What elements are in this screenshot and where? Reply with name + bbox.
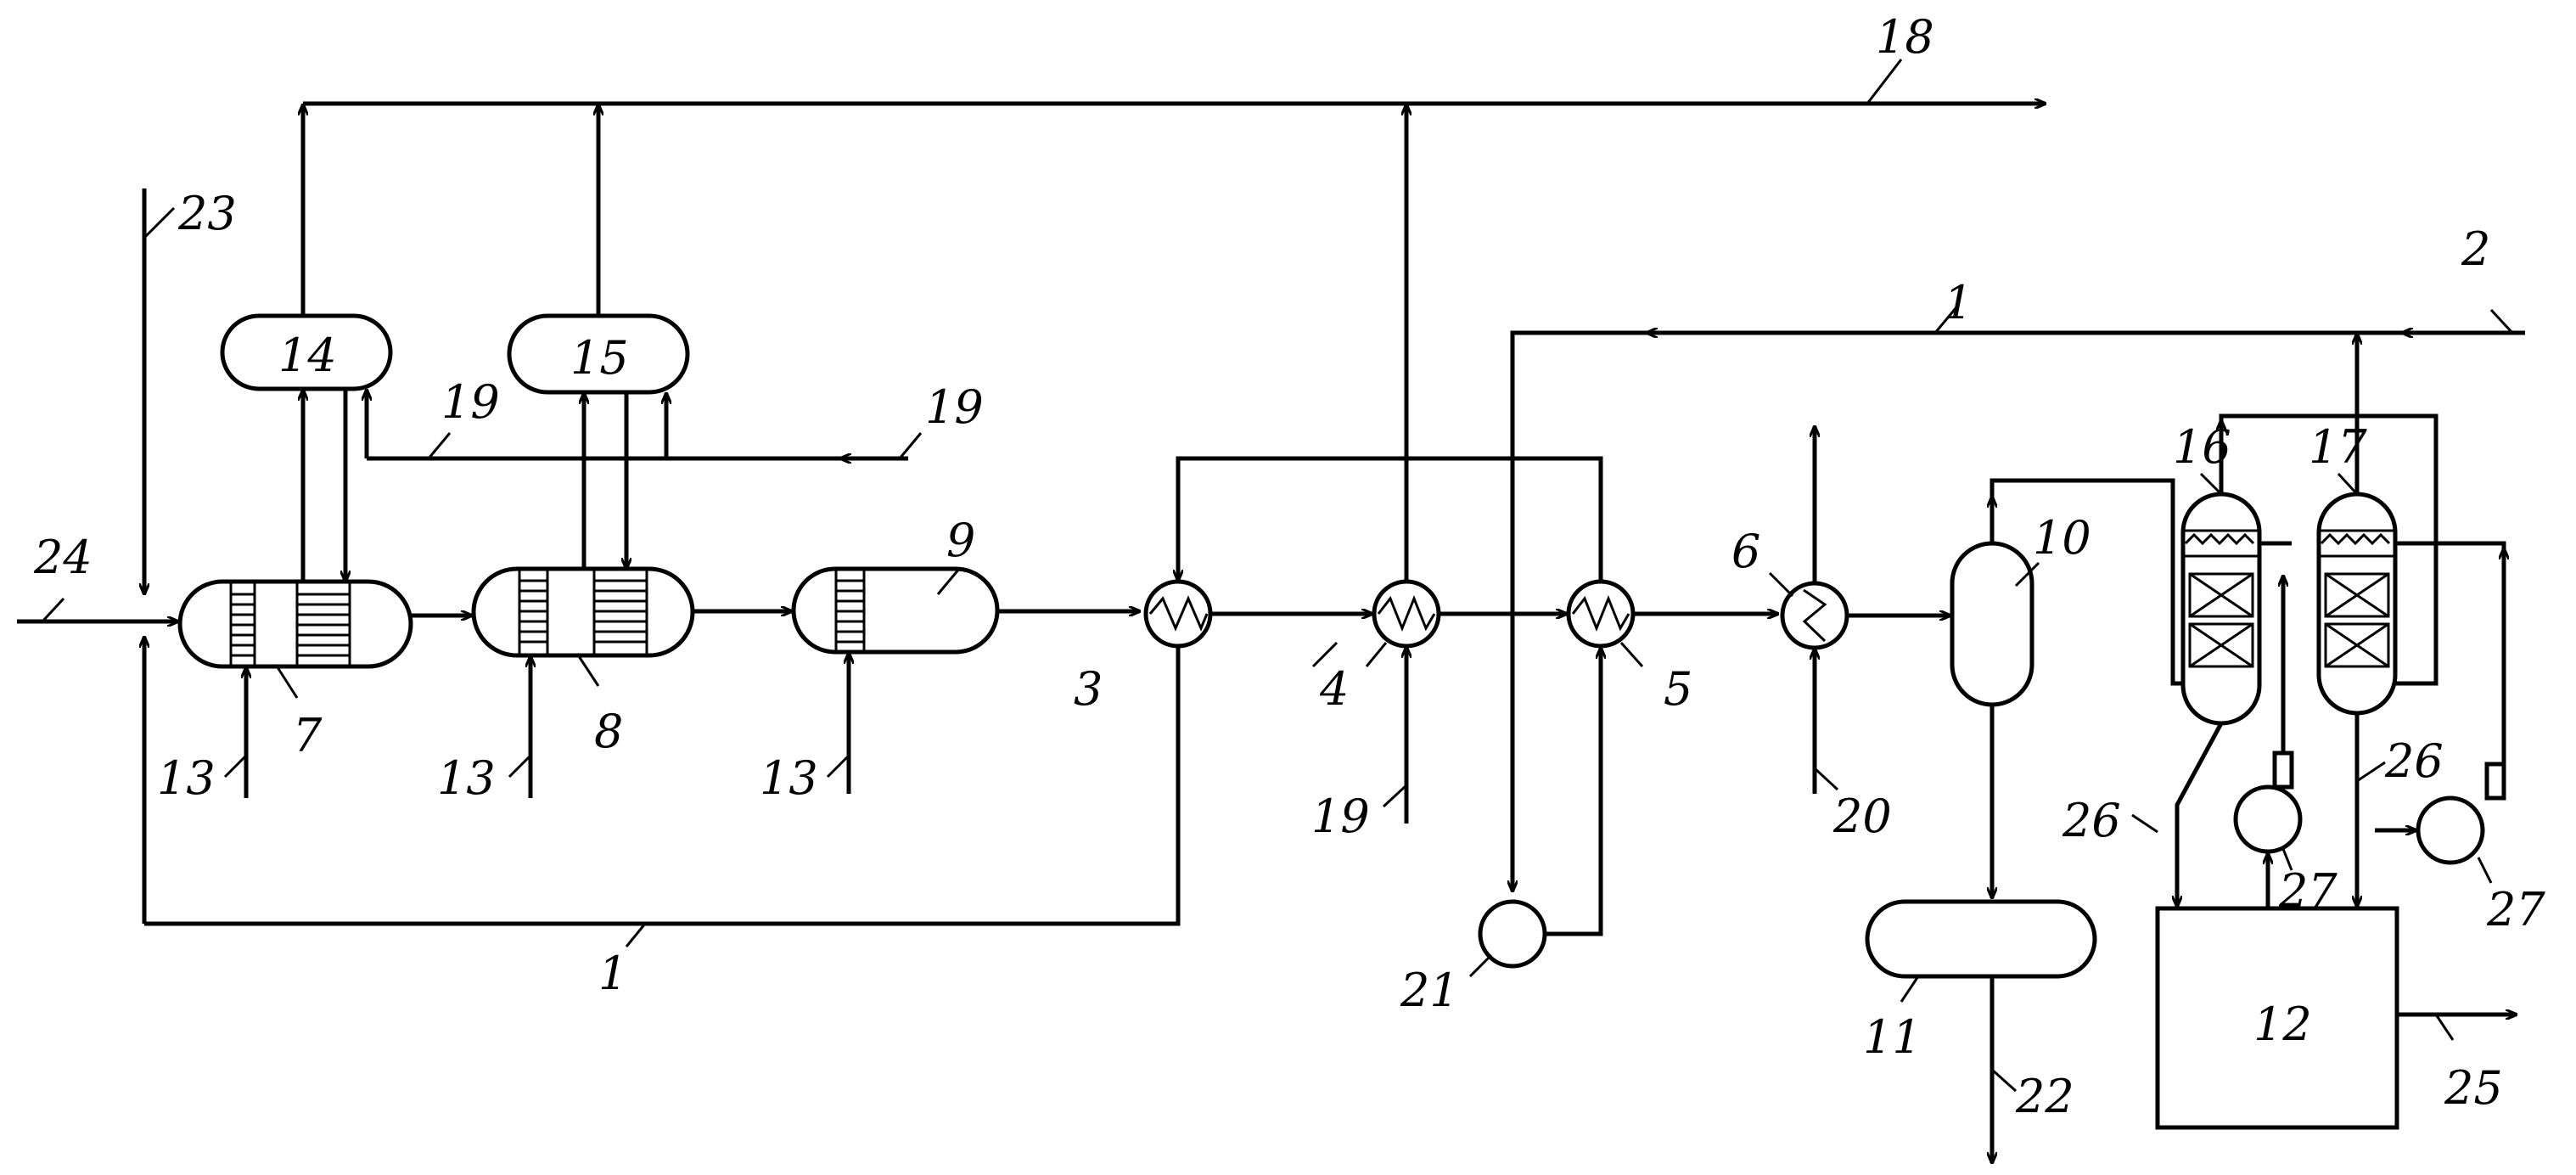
label-19b: 19 <box>925 380 984 434</box>
label-13c: 13 <box>760 751 818 805</box>
reactor-9 <box>794 569 997 652</box>
label-19c: 19 <box>1311 790 1370 843</box>
label-26a: 26 <box>2062 794 2121 847</box>
label-6: 6 <box>1731 525 1760 578</box>
label-20: 20 <box>1832 790 1892 843</box>
label-16: 16 <box>2173 420 2231 474</box>
label-2: 2 <box>2461 222 2490 276</box>
label-4: 4 <box>1319 662 1349 716</box>
leader-lines <box>42 59 2512 1091</box>
label-5: 5 <box>1664 662 1692 716</box>
label-9: 9 <box>946 514 975 567</box>
label-13a: 13 <box>157 751 216 805</box>
label-12: 12 <box>2253 998 2312 1051</box>
label-17: 17 <box>2309 420 2367 474</box>
column-16 <box>2183 494 2259 723</box>
label-11: 11 <box>1863 1010 1922 1064</box>
label-21: 21 <box>1400 964 1459 1017</box>
label-23: 23 <box>177 187 237 240</box>
heat-exchanger-4 <box>1374 582 1439 646</box>
pump-21 <box>1480 648 1601 966</box>
label-18: 18 <box>1876 10 1934 64</box>
label-27a: 27 <box>2278 864 2337 918</box>
heat-exchanger-3 <box>1146 582 1210 646</box>
label-26b: 26 <box>2384 734 2444 788</box>
label-1b: 1 <box>598 947 627 1000</box>
heat-exchanger-6 <box>1782 426 1950 794</box>
label-15: 15 <box>570 331 629 385</box>
label-7: 7 <box>293 709 323 762</box>
label-24: 24 <box>33 531 93 584</box>
stream-1-bottom <box>144 646 1178 924</box>
recycle-loop-3-5 <box>1178 458 1601 582</box>
label-1a: 1 <box>1944 276 1973 329</box>
label-19a: 19 <box>441 375 500 429</box>
label-25: 25 <box>2444 1061 2503 1115</box>
reactor-8 <box>474 569 693 655</box>
stream-13-feeds <box>246 653 849 798</box>
column-17 <box>2319 494 2395 713</box>
label-8: 8 <box>594 705 623 758</box>
label-22: 22 <box>2015 1070 2074 1123</box>
label-3: 3 <box>1074 662 1103 716</box>
label-13b: 13 <box>437 751 496 805</box>
separator-10 <box>1952 543 2032 705</box>
label-27b: 27 <box>2486 883 2545 936</box>
gas-risers <box>303 104 1406 593</box>
heat-exchanger-5 <box>1569 582 1633 646</box>
label-10: 10 <box>2033 511 2091 565</box>
label-14: 14 <box>278 329 337 382</box>
reactor-7 <box>180 582 411 666</box>
